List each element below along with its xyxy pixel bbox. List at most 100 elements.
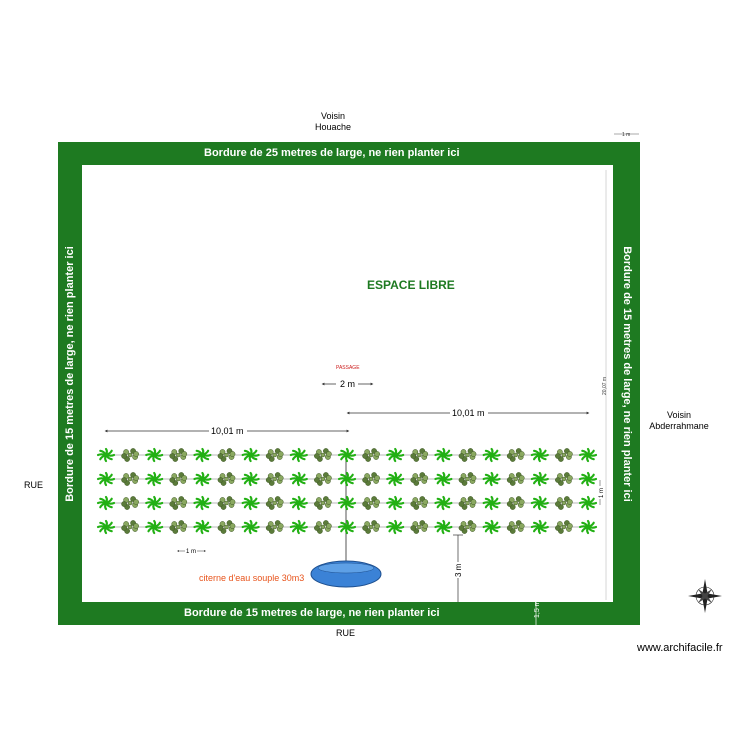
palm-plant-icon: [241, 519, 260, 535]
palm-plant-icon: [145, 519, 164, 535]
shrub-plant-icon: [555, 472, 573, 486]
palm-plant-icon: [578, 519, 598, 535]
shrub-plant-icon: [217, 520, 236, 534]
water-tank-top: [317, 562, 375, 574]
shrub-plant-icon: [169, 520, 188, 534]
palm-plant-icon: [530, 471, 549, 487]
palm-plant-icon: [578, 471, 598, 487]
shrub-plant-icon: [506, 472, 525, 486]
palm-plant-icon: [96, 471, 116, 487]
palm-plant-icon: [241, 495, 260, 511]
shrub-plant-icon: [555, 496, 573, 510]
row-spacing-dim-text: 1 m: [599, 488, 605, 498]
tank-dim-text: 3 m: [454, 563, 463, 577]
palm-plant-icon: [578, 495, 598, 511]
shrub-plant-icon: [410, 520, 429, 534]
palm-plant-icon: [337, 471, 357, 487]
neighbor-top-line2: Houache: [314, 122, 352, 132]
shrub-plant-icon: [314, 472, 332, 486]
shrub-plant-icon: [265, 472, 284, 486]
palm-plant-icon: [386, 447, 405, 463]
shrub-plant-icon: [362, 496, 380, 510]
palm-plant-icon: [434, 471, 453, 487]
palm-plant-icon: [482, 471, 501, 487]
shrub-plant-icon: [314, 520, 332, 534]
shrub-plant-icon: [506, 448, 525, 462]
palm-plant-icon: [530, 519, 549, 535]
height-dim-text: 20,07 m: [602, 377, 608, 395]
shrub-plant-icon: [217, 472, 236, 486]
free-space-label: ESPACE LIBRE: [367, 278, 455, 292]
border-bottom-text: Bordure de 15 metres de large, ne rien p…: [184, 607, 440, 619]
palm-plant-icon: [96, 519, 116, 535]
palm-plant-icon: [96, 495, 116, 511]
palm-plant-icon: [386, 519, 405, 535]
shrub-plant-icon: [314, 448, 332, 462]
bottom-gap-dim-text: 1,5 m: [534, 600, 541, 618]
neighbor-right-label: Voisin Abderrahmane: [644, 410, 714, 432]
shrub-plant-icon: [362, 448, 380, 462]
shrub-plant-icon: [217, 448, 236, 462]
shrub-plant-icon: [169, 448, 188, 462]
palm-plant-icon: [386, 471, 405, 487]
shrub-plant-icon: [362, 520, 380, 534]
palm-plant-icon: [193, 495, 212, 511]
shrub-plant-icon: [458, 448, 477, 462]
compass-rose-icon: [688, 579, 722, 613]
palm-plant-icon: [241, 447, 260, 463]
palm-plant-icon: [289, 495, 308, 511]
palm-plant-icon: [241, 471, 260, 487]
border-bottom: Bordure de 15 metres de large, ne rien p…: [58, 602, 640, 625]
shrub-plant-icon: [265, 520, 284, 534]
shrub-plant-icon: [169, 472, 188, 486]
shrub-plant-icon: [314, 496, 332, 510]
shrub-plant-icon: [121, 496, 139, 510]
passage-label: PASSAGE: [336, 365, 360, 371]
shrub-plant-icon: [555, 520, 573, 534]
palm-plant-icon: [578, 447, 598, 463]
palm-plant-icon: [337, 495, 357, 511]
street-left-label: RUE: [24, 480, 44, 490]
shrub-plant-icon: [169, 496, 188, 510]
neighbor-top-line1: Voisin: [320, 111, 346, 121]
shrub-plant-icon: [458, 472, 477, 486]
border-top: Bordure de 25 metres de large, ne rien p…: [58, 142, 640, 165]
palm-plant-icon: [289, 471, 308, 487]
plant-spacing-dim-text: 1 m: [186, 549, 196, 555]
shrub-plant-icon: [121, 520, 139, 534]
shrub-plant-icon: [265, 496, 284, 510]
left-dim-text: 10,01 m: [211, 426, 244, 436]
palm-plant-icon: [289, 447, 308, 463]
palm-plant-icon: [193, 471, 212, 487]
shrub-plant-icon: [410, 496, 429, 510]
neighbor-right-line2: Abderrahmane: [649, 421, 709, 431]
border-left: Bordure de 15 metres de large, ne rien p…: [58, 142, 82, 625]
shrub-plant-icon: [410, 448, 429, 462]
palm-plant-icon: [434, 447, 453, 463]
palm-plant-icon: [145, 495, 164, 511]
plant-rows: [96, 447, 598, 535]
palm-plant-icon: [434, 519, 453, 535]
palm-plant-icon: [193, 447, 212, 463]
street-bottom-label: RUE: [336, 628, 356, 638]
palm-plant-icon: [96, 447, 116, 463]
border-top-text: Bordure de 25 metres de large, ne rien p…: [204, 147, 460, 159]
palm-plant-icon: [145, 447, 164, 463]
neighbor-top-label: Voisin Houache: [300, 111, 366, 133]
palm-plant-icon: [193, 519, 212, 535]
palm-plant-icon: [482, 495, 501, 511]
shrub-plant-icon: [265, 448, 284, 462]
shrub-plant-icon: [555, 448, 573, 462]
right-dim-text: 10,01 m: [452, 408, 485, 418]
border-right: Bordure de 15 metres de large, ne rien p…: [613, 142, 640, 625]
shrub-plant-icon: [506, 520, 525, 534]
palm-plant-icon: [530, 447, 549, 463]
shrub-plant-icon: [362, 472, 380, 486]
palm-plant-icon: [289, 519, 308, 535]
shrub-plant-icon: [458, 496, 477, 510]
palm-plant-icon: [434, 495, 453, 511]
shrub-plant-icon: [121, 472, 139, 486]
shrub-plant-icon: [217, 496, 236, 510]
palm-plant-icon: [530, 495, 549, 511]
